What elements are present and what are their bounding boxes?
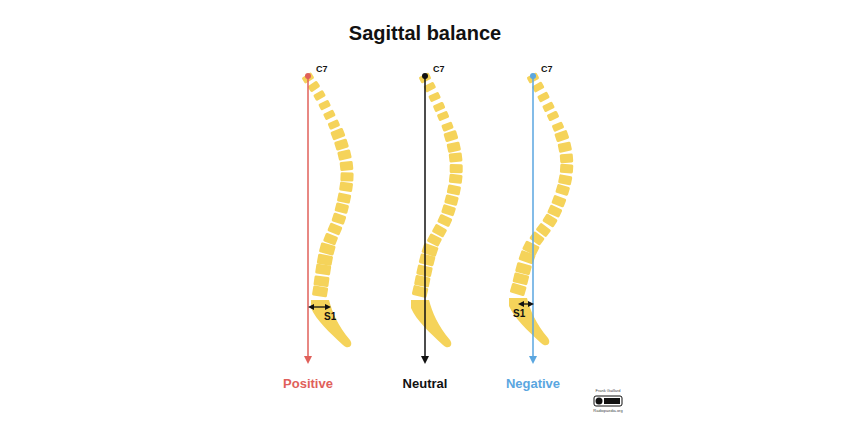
credit-note: Frank Gaillard [595,388,620,393]
vertebra [419,253,436,266]
vertebra-label: S1 [513,308,525,319]
c7-dot [530,73,536,79]
plumb-line [307,76,309,360]
vertebra [307,81,320,93]
vertebra [330,128,345,141]
vertebra [449,174,463,184]
vertebra [312,285,328,297]
vertebra [558,174,573,185]
vertebra [313,275,329,287]
vertebra [340,172,353,181]
vertebra [319,242,336,256]
vertebra [428,92,441,103]
vertebra-label: S1 [324,311,336,322]
vertebra [327,119,340,130]
balance-label: Positive [283,376,333,391]
vertebra [560,164,574,174]
vertebra [433,101,446,112]
vertebra [537,91,550,102]
vertebra [327,222,342,235]
vertebra [560,153,574,163]
vertebra [547,110,560,121]
vertebra-label: C7 [541,64,553,74]
vertebra [555,184,570,196]
sacrum [311,300,351,347]
sacrum [411,300,451,347]
vertebra [340,161,354,171]
watermark: Radiopaedia.org [593,408,622,413]
plumb-line [532,76,534,360]
vertebra [447,184,462,195]
vertebra [449,152,463,162]
c7-dot [305,73,311,79]
vertebra [437,111,450,122]
vertebra [334,202,349,214]
vertebra [542,101,555,112]
vertebra [337,149,352,161]
title: Sagittal balance [0,22,850,45]
vertebra [441,121,454,131]
vertebra [443,130,458,142]
balance-label: Negative [506,376,560,391]
vertebra [554,130,569,143]
vertebra [323,109,336,120]
vertebra [510,283,527,297]
sacrum [509,298,549,345]
vertebra [339,181,353,192]
vertebra [331,212,346,225]
c7-dot [422,73,428,79]
vertebra [318,100,331,111]
vertebra [437,214,453,228]
license-badge [594,396,622,406]
plumb-line [424,76,426,360]
vertebra [441,204,456,217]
vertebra-label: C7 [433,64,445,74]
vertebra [450,164,463,173]
vertebra [334,138,349,151]
balance-label: Neutral [403,376,448,391]
vertebra [337,192,352,204]
vertebra [446,141,461,153]
offset-arrow [311,306,328,307]
vertebra [313,90,326,102]
vertebra-label: C7 [316,64,328,74]
vertebra [315,263,331,275]
vertebra [444,194,459,206]
vertebra [558,141,573,153]
offset-arrow [521,303,531,304]
vertebra [552,121,565,132]
vertebra [412,285,429,298]
